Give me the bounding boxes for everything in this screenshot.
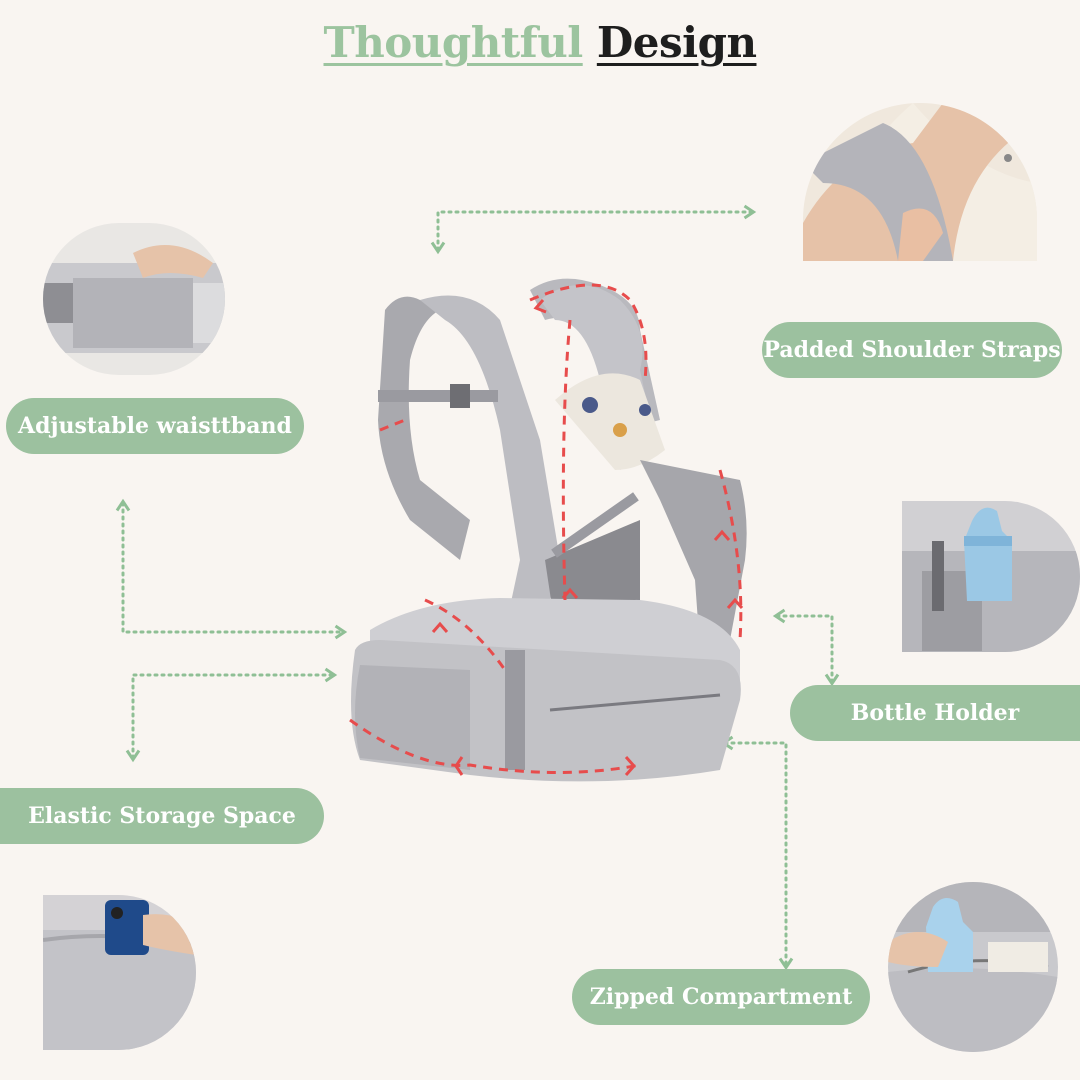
shoulder-strap-photo (803, 103, 1037, 261)
label-adjustable-waistband: Adjustable waisttband (6, 398, 304, 454)
storage-pocket-photo (43, 895, 196, 1050)
arrow-waist (115, 498, 348, 640)
arrow-shoulder (430, 204, 757, 255)
label-elastic-storage-space: Elastic Storage Space (0, 788, 324, 844)
zipped-compartment-photo (888, 882, 1058, 1052)
waistband-photo (43, 223, 225, 375)
arrow-bottle (772, 608, 840, 687)
label-padded-shoulder-straps: Padded Shoulder Straps (762, 322, 1062, 378)
arrow-zipped (720, 735, 794, 971)
title-part-thoughtful: Thoughtful (323, 18, 584, 67)
title-part-design: Design (596, 18, 757, 67)
bottle-holder-photo (902, 501, 1080, 652)
page-title: Thoughtful Design (0, 18, 1080, 67)
arrow-storage (125, 667, 338, 763)
label-bottle-holder: Bottle Holder (790, 685, 1080, 741)
label-zipped-compartment: Zipped Compartment (572, 969, 870, 1025)
